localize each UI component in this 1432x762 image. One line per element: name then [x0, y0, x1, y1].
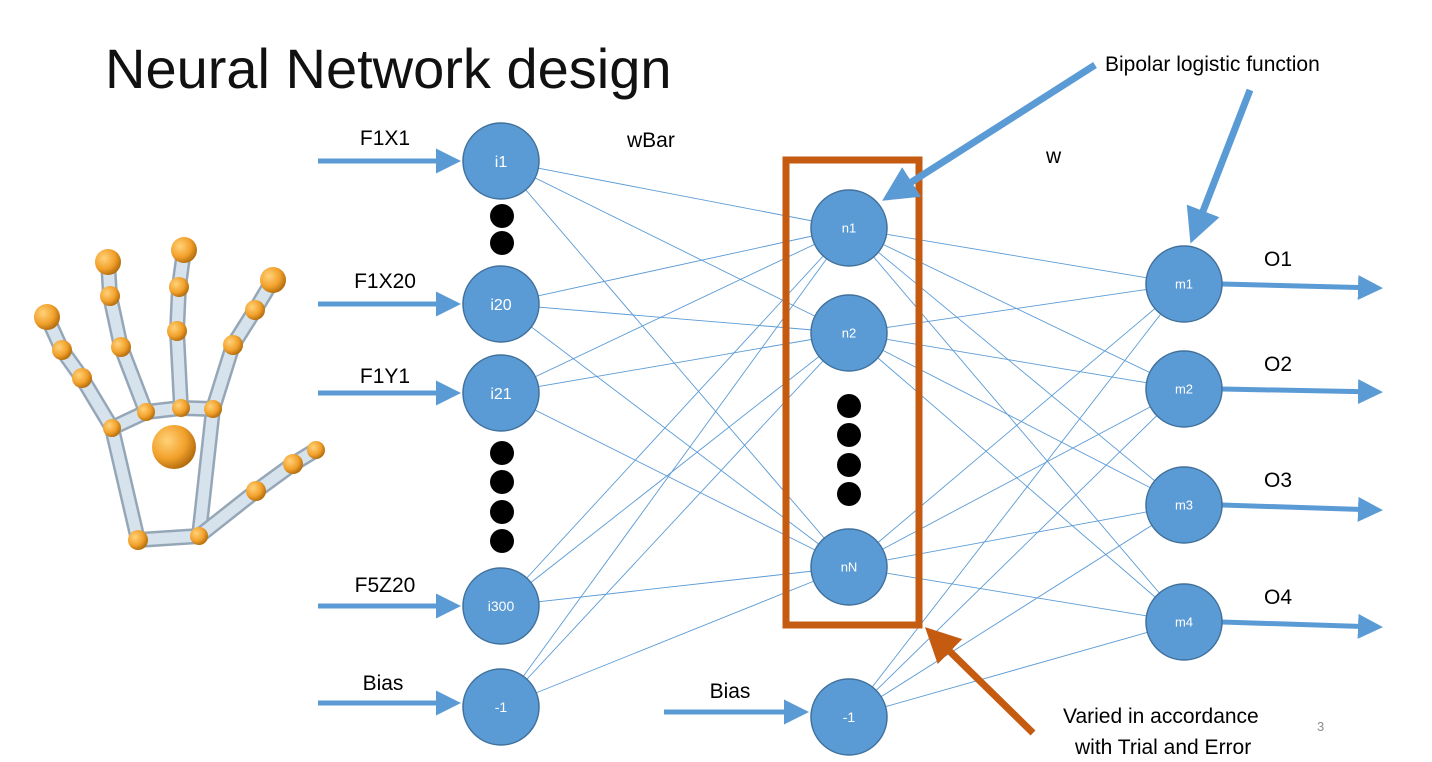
hidden-size-annotation-line1: Varied in accordance	[1063, 705, 1259, 728]
ellipsis-dot	[490, 441, 514, 465]
input-node	[462, 567, 540, 645]
hidden-size-arrow	[925, 627, 1036, 736]
input-bias-label: Bias	[363, 672, 404, 695]
weight-label-wbar: wBar	[626, 129, 675, 152]
connection-hidden-output	[848, 227, 1185, 506]
hidden-node-label: nN	[841, 560, 858, 575]
output-label: O1	[1264, 248, 1292, 271]
ellipsis-dot	[837, 453, 861, 477]
input-label: F1Y1	[360, 365, 410, 388]
page-number: 3	[1317, 719, 1324, 734]
ellipsis-dot	[490, 470, 514, 494]
input-node	[462, 354, 540, 432]
ellipsis-dot	[490, 204, 514, 228]
connection-hidden-output	[848, 332, 1185, 390]
output-node	[1145, 583, 1223, 661]
network-connections	[500, 160, 1185, 718]
connection-input-hidden	[500, 160, 850, 334]
connection-hidden-output	[848, 227, 1185, 285]
output-node-label: m4	[1175, 615, 1193, 630]
output-node	[1145, 466, 1223, 544]
connection-input-hidden	[500, 332, 850, 394]
hidden-bias-label: Bias	[710, 680, 751, 703]
ellipsis-dot	[490, 500, 514, 524]
output-node	[1145, 245, 1223, 323]
output-arrow	[1221, 496, 1383, 522]
output-arrow	[1221, 613, 1383, 639]
connection-hidden-output	[848, 388, 1185, 718]
connection-input-hidden	[500, 332, 850, 708]
output-node-label: m1	[1175, 277, 1193, 292]
connection-input-hidden	[500, 227, 850, 394]
ellipsis-dot	[837, 423, 861, 447]
connection-input-hidden	[500, 332, 850, 607]
connection-hidden-output	[848, 566, 1185, 623]
input-node-label: i1	[495, 154, 508, 171]
input-node-label: i20	[490, 297, 511, 314]
hand-skeleton-icon	[34, 237, 325, 550]
network-nodes: i1 i20 i21 i300 -1 n1 n2 nN -1 m1 m2 m3 m4	[462, 122, 1223, 756]
connection-input-hidden	[500, 303, 850, 568]
output-node-label: m2	[1175, 382, 1193, 397]
slide-title: Neural Network design	[105, 37, 672, 100]
activation-arrow-to-hidden	[882, 62, 1097, 201]
ellipsis-dot	[837, 394, 861, 418]
connection-hidden-output	[848, 283, 1185, 568]
ellipsis-dots	[490, 204, 861, 553]
input-node-label: i300	[488, 598, 515, 614]
connection-input-hidden	[500, 227, 850, 607]
connection-input-hidden	[500, 227, 850, 708]
input-bias-node-label: -1	[495, 699, 508, 715]
connection-input-hidden	[500, 160, 850, 229]
connection-input-hidden	[500, 303, 850, 334]
connection-input-hidden	[500, 566, 850, 607]
activation-arrow-to-output	[1186, 88, 1254, 244]
hidden-size-annotation-line2: with Trial and Error	[1074, 736, 1251, 759]
output-node	[1145, 350, 1223, 428]
connection-hidden-output	[848, 332, 1185, 506]
ellipsis-dot	[490, 529, 514, 553]
input-node	[462, 265, 540, 343]
input-label: F1X20	[354, 270, 416, 293]
output-node-label: m3	[1175, 498, 1193, 513]
hidden-node-label: n1	[842, 221, 856, 236]
connection-hidden-output	[848, 283, 1185, 718]
hidden-bias-node	[810, 678, 888, 756]
ellipsis-dot	[837, 482, 861, 506]
connection-hidden-output	[848, 504, 1185, 568]
input-label: F5Z20	[355, 574, 416, 597]
hidden-layer-box	[782, 156, 923, 629]
input-bias-node	[462, 668, 540, 746]
output-arrow	[1221, 274, 1383, 300]
input-label: F1X1	[360, 127, 410, 150]
output-label: O2	[1264, 353, 1292, 376]
input-node-label: i21	[490, 386, 511, 403]
connection-hidden-output	[848, 504, 1185, 718]
hidden-bias-node-label: -1	[843, 709, 856, 725]
activation-annotation: Bipolar logistic function	[1105, 53, 1320, 76]
hidden-node	[810, 528, 888, 606]
hidden-node-label: n2	[842, 326, 856, 341]
hidden-node	[810, 294, 888, 372]
connection-hidden-output	[848, 388, 1185, 568]
connection-hidden-output	[848, 621, 1185, 718]
weight-label-w: w	[1045, 145, 1062, 168]
connection-input-hidden	[500, 160, 850, 568]
output-arrow	[1221, 379, 1383, 405]
connection-input-hidden	[500, 566, 850, 708]
output-label: O3	[1264, 469, 1292, 492]
input-node	[462, 122, 540, 200]
connection-input-hidden	[500, 392, 850, 568]
connection-input-hidden	[500, 227, 850, 305]
hidden-node	[810, 189, 888, 267]
ellipsis-dot	[490, 231, 514, 255]
output-label: O4	[1264, 586, 1292, 609]
connection-hidden-output	[848, 283, 1185, 334]
